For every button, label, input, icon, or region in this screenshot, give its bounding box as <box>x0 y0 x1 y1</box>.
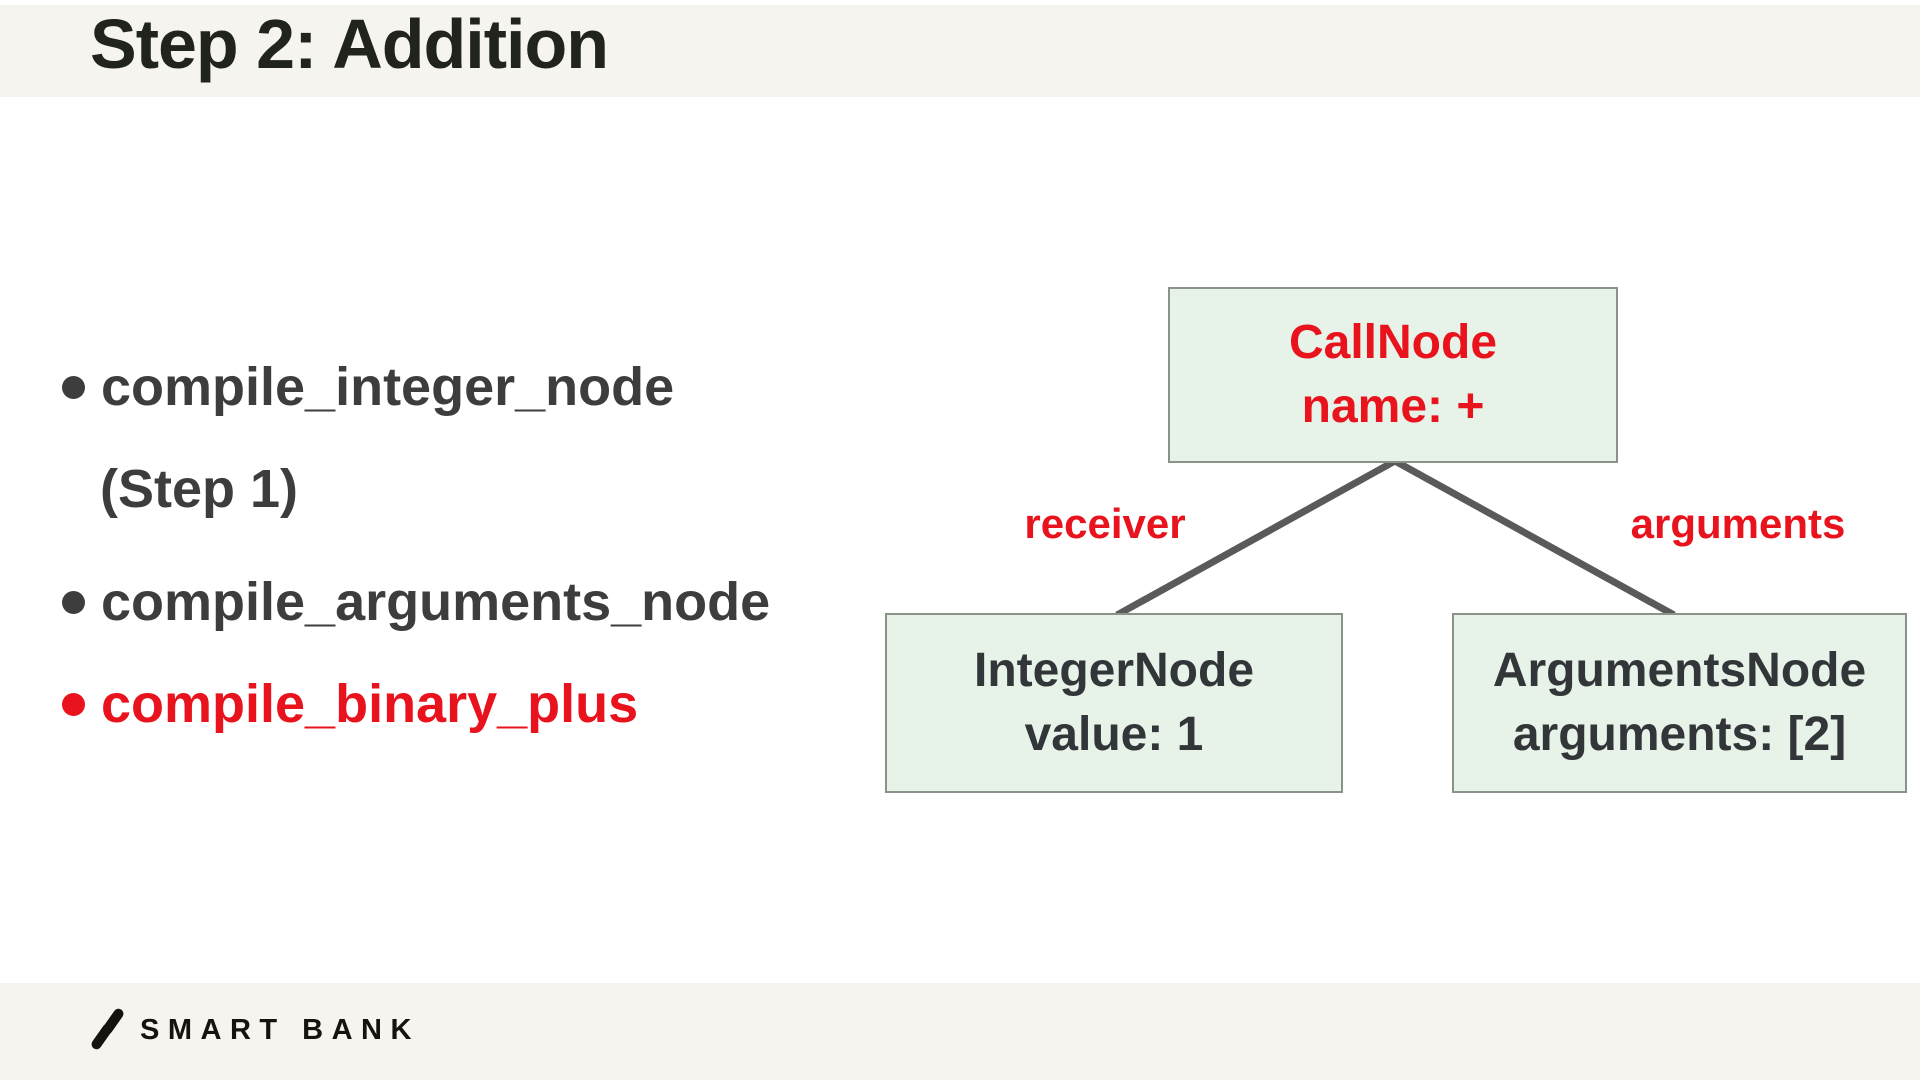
bullet-item-compile-binary-plus: compile_binary_plus <box>62 674 639 734</box>
integer-node-box: IntegerNode value: 1 <box>885 613 1343 793</box>
node-attr: arguments: [2] <box>1512 708 1847 761</box>
footer-bar <box>0 983 1920 1080</box>
call-node-box: CallNode name: + <box>1168 287 1618 463</box>
bullet-label: compile_integer_node <box>101 357 675 417</box>
logo-mark-icon <box>89 1021 115 1052</box>
receiver-edge-label: receiver <box>1024 500 1186 547</box>
title-bar <box>0 5 1920 97</box>
arguments-edge-label: arguments <box>1630 500 1846 547</box>
bullet-label: compile_binary_plus <box>101 674 639 734</box>
node-attr: name: + <box>1301 380 1485 433</box>
page-title: Step 2: Addition <box>90 5 609 83</box>
node-title: ArgumentsNode <box>1492 644 1867 697</box>
smartbank-logo: SMART BANK <box>89 1000 412 1060</box>
node-title: IntegerNode <box>973 644 1255 697</box>
arguments-node-box: ArgumentsNode arguments: [2] <box>1452 613 1907 793</box>
bullet-dot-icon <box>62 692 85 716</box>
node-attr: value: 1 <box>1024 708 1204 761</box>
bullet-note-step1: (Step 1) <box>100 459 299 519</box>
bullet-item-compile-arguments-node: compile_arguments_node <box>62 572 771 632</box>
bullet-item-compile-integer-node: compile_integer_node <box>62 357 675 417</box>
bullet-dot-icon <box>62 375 85 399</box>
bullet-label: compile_arguments_node <box>101 572 771 632</box>
node-title: CallNode <box>1288 316 1498 369</box>
brand-name: SMART BANK <box>140 1014 420 1046</box>
bullet-dot-icon <box>62 590 85 614</box>
bullet-note-label: (Step 1) <box>100 459 299 519</box>
